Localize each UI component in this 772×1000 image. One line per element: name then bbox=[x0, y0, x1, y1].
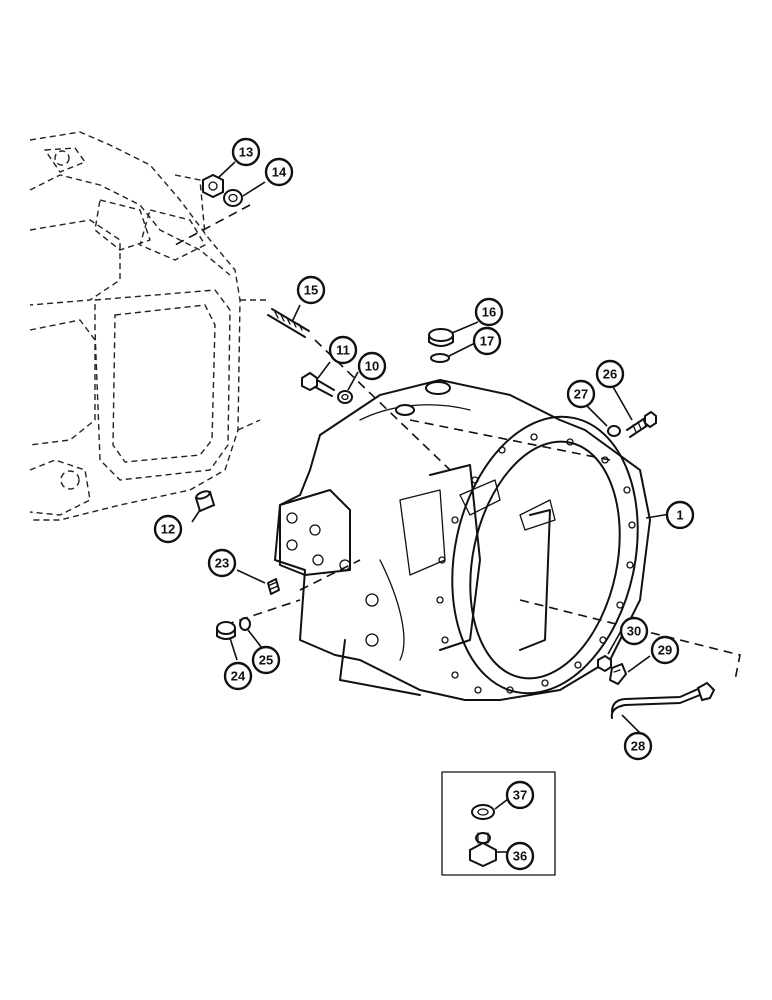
callout-26-label: 26 bbox=[603, 367, 617, 382]
callout-25: 25 bbox=[251, 645, 281, 675]
callout-12: 12 bbox=[153, 514, 183, 544]
callout-25-label: 25 bbox=[259, 653, 273, 668]
callout-28: 28 bbox=[623, 731, 653, 761]
callout-14-label: 14 bbox=[272, 165, 287, 180]
callout-36-label: 36 bbox=[513, 849, 527, 864]
callout-10-label: 10 bbox=[365, 359, 379, 374]
plug-24 bbox=[216, 621, 236, 640]
callout-23-label: 23 bbox=[215, 556, 229, 571]
callout-28-label: 28 bbox=[631, 739, 645, 754]
callout-24: 24 bbox=[223, 661, 253, 691]
hex-nut-15 bbox=[202, 173, 224, 199]
plug-23 bbox=[267, 578, 280, 595]
callout-1-label: 1 bbox=[676, 508, 683, 523]
callout-37: 37 bbox=[505, 780, 535, 810]
callout-17: 17 bbox=[472, 326, 502, 356]
clutch-housing bbox=[274, 379, 651, 701]
elbow-29 bbox=[609, 663, 627, 685]
fitting-26 bbox=[626, 410, 657, 438]
callout-29-label: 29 bbox=[658, 643, 672, 658]
callout-27: 27 bbox=[566, 379, 596, 409]
callout-13-label: 15 bbox=[304, 283, 318, 298]
bolt-11 bbox=[301, 371, 335, 397]
callout-15-label: 13 bbox=[239, 145, 253, 160]
callout-27-label: 27 bbox=[574, 387, 588, 402]
plug-16 bbox=[428, 328, 454, 347]
inset-detail-box bbox=[441, 771, 556, 876]
callout-16: 16 bbox=[474, 297, 504, 327]
callout-15: 13 bbox=[231, 137, 261, 167]
o-ring-25 bbox=[239, 617, 251, 631]
o-ring-17 bbox=[430, 353, 450, 363]
flange-bolt-holes bbox=[436, 433, 636, 694]
callout-29: 29 bbox=[650, 635, 680, 665]
callout-30-label: 30 bbox=[627, 624, 641, 639]
o-ring-27 bbox=[607, 425, 621, 437]
transmission-housing-ghost bbox=[29, 131, 270, 521]
washer-37 bbox=[471, 804, 495, 820]
washer-10 bbox=[337, 390, 353, 404]
callout-10: 10 bbox=[357, 351, 387, 381]
lock-washer-14 bbox=[223, 189, 243, 207]
callout-16-label: 16 bbox=[482, 305, 496, 320]
fitting-30 bbox=[597, 654, 612, 673]
callout-11: 11 bbox=[328, 335, 358, 365]
alignment-lines bbox=[174, 204, 741, 681]
stud-13 bbox=[267, 308, 310, 338]
callout-30: 30 bbox=[619, 616, 649, 646]
tube-28 bbox=[610, 681, 716, 719]
callout-17-label: 17 bbox=[480, 334, 494, 349]
callout-23: 23 bbox=[207, 548, 237, 578]
callout-1: 1 bbox=[665, 500, 695, 530]
callout-12-label: 12 bbox=[161, 522, 175, 537]
plug-36 bbox=[469, 832, 497, 868]
callout-26: 26 bbox=[595, 359, 625, 389]
leader-lines bbox=[191, 161, 671, 853]
callout-24-label: 24 bbox=[231, 669, 246, 684]
callout-13: 15 bbox=[296, 275, 326, 305]
callout-11-label: 11 bbox=[336, 343, 350, 358]
callout-36: 36 bbox=[505, 841, 535, 871]
callout-14: 14 bbox=[264, 157, 294, 187]
dowel-pin-12 bbox=[194, 490, 216, 513]
callout-37-label: 37 bbox=[513, 788, 527, 803]
